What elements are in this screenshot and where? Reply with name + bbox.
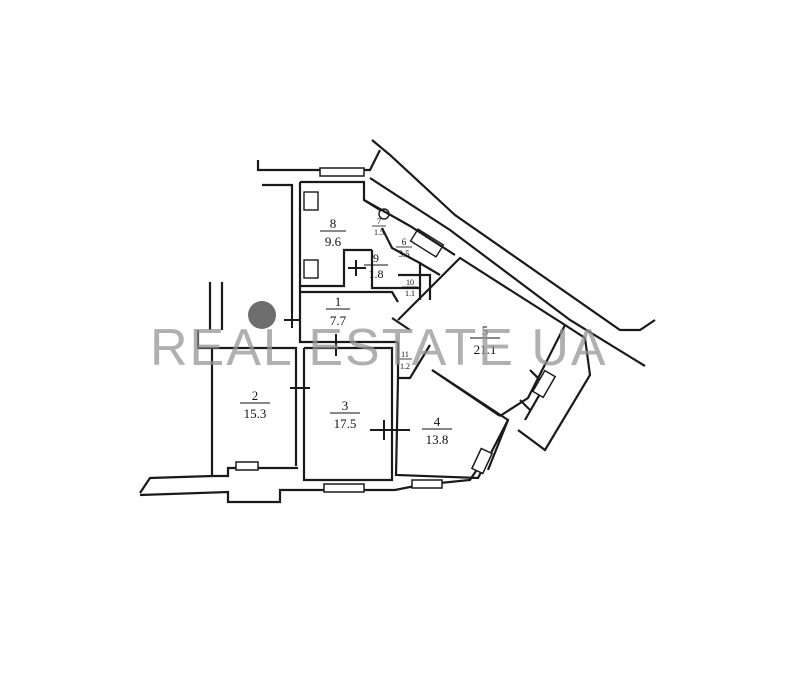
room-number: 10	[406, 278, 414, 287]
room-number: 6	[402, 237, 407, 247]
room-number: 8	[330, 216, 337, 231]
room-10-label: 10 1.1	[402, 278, 418, 298]
room-number: 2	[252, 388, 259, 403]
room-1-label: 1 7.7	[326, 294, 350, 328]
room-area: 1.8	[369, 267, 384, 281]
windows	[235, 167, 557, 493]
room-number: 7	[377, 217, 381, 226]
room-area: 13.8	[426, 432, 449, 447]
door-markers	[284, 260, 531, 440]
room-5-label: 5 21.1	[470, 323, 500, 357]
room-number: 11	[401, 350, 409, 359]
room-area: 7.7	[330, 313, 347, 328]
room-area: 1.2	[400, 362, 410, 371]
sanitary-fixtures	[303, 191, 445, 279]
room-area: 1.5	[374, 228, 384, 237]
room-area: 17.5	[334, 416, 357, 431]
room-area: 21.1	[474, 342, 497, 357]
room-labels: 1 7.7 2 15.3 3 17.5 4 13.8 5 21.1 6 3.5	[240, 216, 500, 447]
room-2-label: 2 15.3	[240, 388, 270, 421]
room-4-label: 4 13.8	[422, 414, 452, 447]
room-number: 1	[335, 294, 342, 309]
room-number: 9	[373, 251, 379, 265]
room-area: 15.3	[244, 406, 267, 421]
room-8-label: 8 9.6	[320, 216, 346, 249]
room-area: 1.1	[405, 289, 415, 298]
room-number: 3	[342, 398, 349, 413]
room-7-label: 7 1.5	[372, 217, 386, 237]
room-9-label: 9 1.8	[364, 251, 388, 281]
walls	[139, 139, 656, 504]
room-area: 3.5	[398, 249, 410, 259]
room-number: 5	[482, 323, 489, 338]
room-3-label: 3 17.5	[330, 398, 360, 431]
room-area: 9.6	[325, 234, 342, 249]
room-6-label: 6 3.5	[396, 237, 412, 259]
room-number: 4	[434, 414, 441, 429]
room-11-label: 11 1.2	[398, 350, 412, 371]
location-marker	[248, 301, 276, 329]
